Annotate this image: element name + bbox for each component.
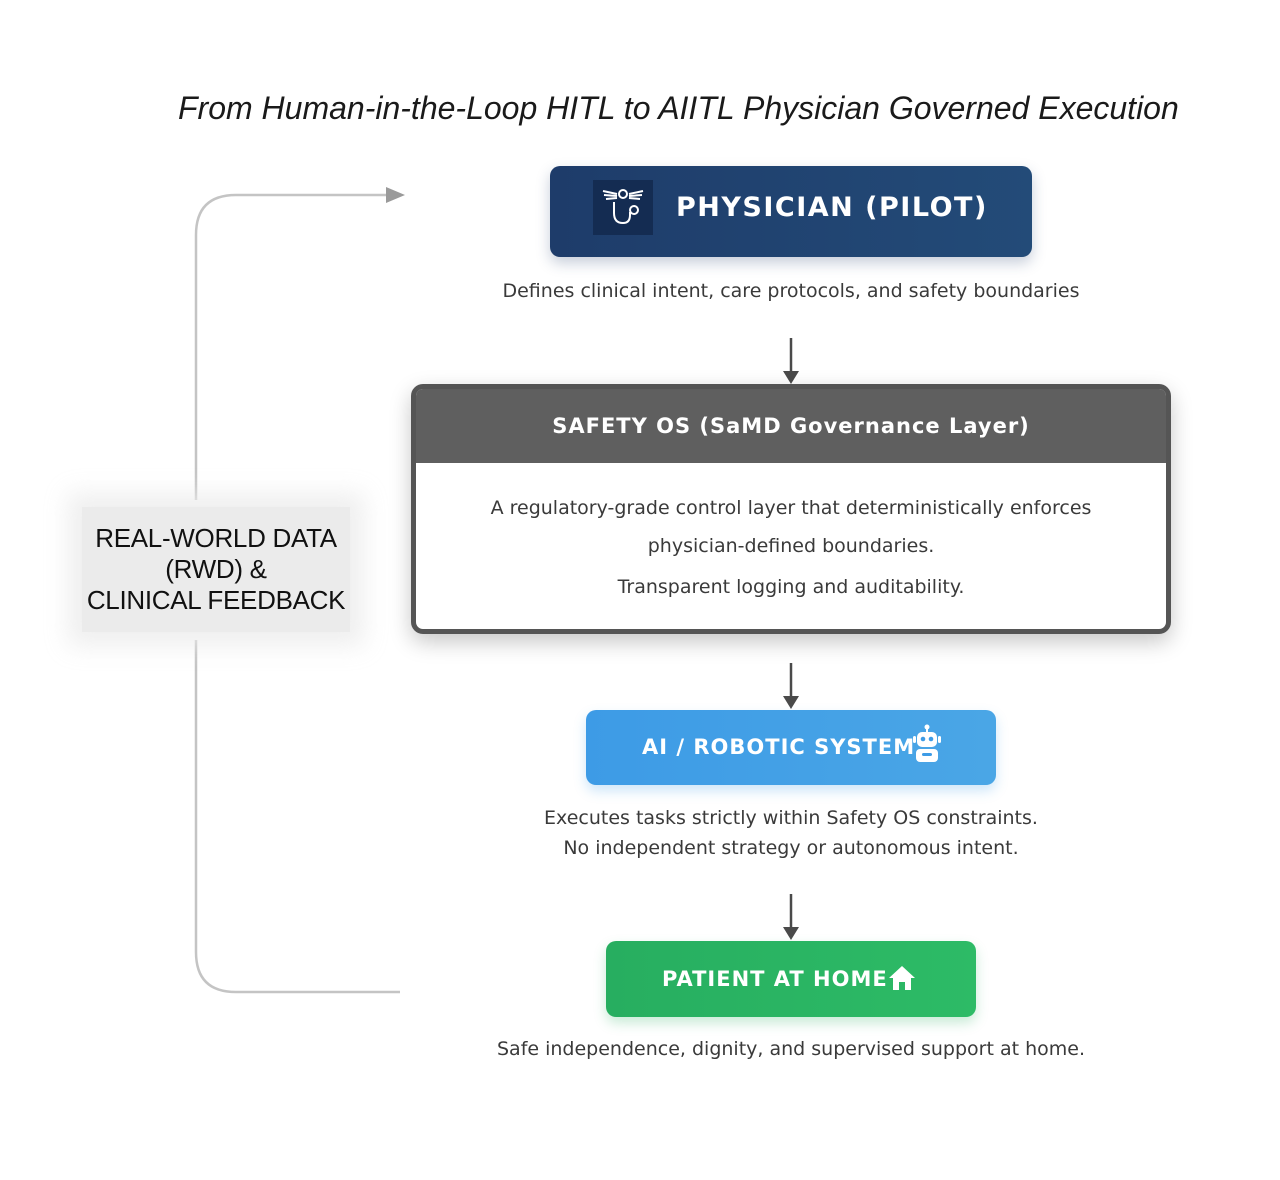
loop-arrowhead — [386, 187, 405, 203]
feedback-box: REAL-WORLD DATA (RWD) & CLINICAL FEEDBAC… — [82, 507, 350, 632]
robotic-node: AI / ROBOTIC SYSTEM — [586, 710, 996, 785]
stethoscope-wings-icon — [593, 180, 653, 235]
physician-label: PHYSICIAN (PILOT) — [676, 192, 988, 223]
safety-os-line1: A regulatory-grade control layer that de… — [490, 497, 1092, 519]
feedback-label-line3: CLINICAL FEEDBACK — [86, 585, 346, 615]
physician-node: PHYSICIAN (PILOT) — [550, 166, 1032, 257]
feedback-label-line1: REAL-WORLD DATA — [95, 523, 337, 553]
robotic-caption-line1: Executes tasks strictly within Safety OS… — [544, 807, 1038, 829]
safety-os-node: SAFETY OS (SaMD Governance Layer) A regu… — [411, 384, 1171, 634]
feedback-label: REAL-WORLD DATA (RWD) & CLINICAL FEEDBAC… — [86, 523, 346, 616]
patient-label: PATIENT AT HOME — [662, 967, 888, 991]
patient-node: PATIENT AT HOME — [606, 941, 976, 1017]
safety-os-line3: Transparent logging and auditability. — [617, 576, 965, 598]
safety-os-line2: physician-defined boundaries. — [647, 535, 935, 557]
arrow-robotic-to-patient — [783, 894, 799, 940]
arrow-safety-to-robotic — [783, 663, 799, 709]
arrow-physician-to-safety — [783, 338, 799, 384]
patient-caption: Safe independence, dignity, and supervis… — [496, 1038, 1085, 1060]
safety-os-header: SAFETY OS (SaMD Governance Layer) — [416, 389, 1166, 463]
home-icon — [889, 966, 915, 990]
robot-icon — [913, 724, 941, 762]
physician-caption: Defines clinical intent, care protocols,… — [502, 280, 1080, 302]
robotic-caption-line2: No independent strategy or autonomous in… — [563, 837, 1019, 859]
feedback-label-line2: (RWD) & — [165, 554, 267, 584]
diagram-title: From Human-in-the-Loop HITL to AIITL Phy… — [178, 90, 1179, 126]
robotic-label: AI / ROBOTIC SYSTEM — [642, 735, 916, 759]
